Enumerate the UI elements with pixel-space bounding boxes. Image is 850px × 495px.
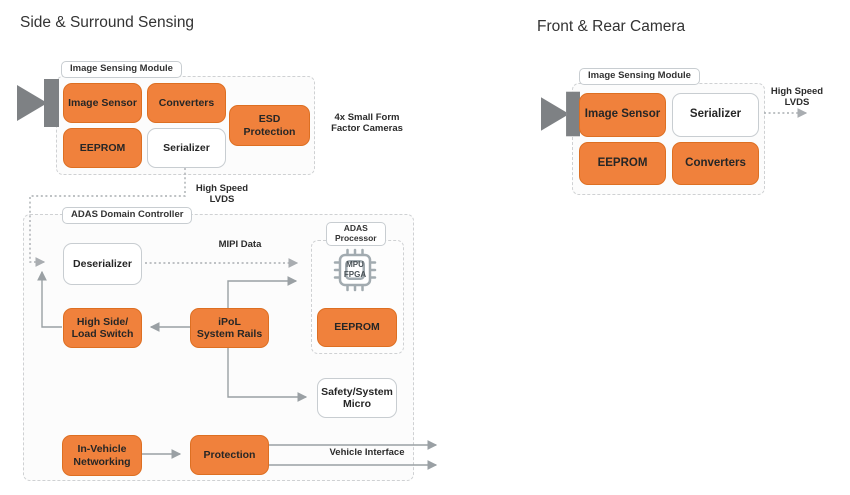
left-image-sensor-box: Image Sensor <box>63 83 142 123</box>
deserializer-box: Deserializer <box>63 243 142 285</box>
ipol-to-safety-connector <box>227 345 308 402</box>
highside-up-connector <box>37 270 62 328</box>
mpu-fpga-chip-icon <box>333 248 377 292</box>
right-image-sensing-module-label: Image Sensing Module <box>579 68 700 85</box>
left-high-speed-lvds-label: High Speed LVDS <box>195 183 249 206</box>
left-section-title: Side & Surround Sensing <box>20 14 195 31</box>
high-side-load-switch-box: High Side/ Load Switch <box>63 308 142 348</box>
mipi-data-label: MIPI Data <box>218 239 262 250</box>
right-serializer-box: Serializer <box>672 93 759 137</box>
ipol-system-rails-box: iPoL System Rails <box>190 308 269 348</box>
right-eeprom-box: EEPROM <box>579 142 666 185</box>
vehicle-interface-label: Vehicle Interface <box>327 447 407 459</box>
protection-box: Protection <box>190 435 269 475</box>
left-serializer-box: Serializer <box>147 128 226 168</box>
right-converters-box: Converters <box>672 142 759 185</box>
safety-system-micro-box: Safety/System Micro <box>317 378 397 418</box>
left-converters-box: Converters <box>147 83 226 123</box>
small-form-cameras-note: 4x Small Form Factor Cameras <box>331 112 403 135</box>
left-esd-protection-box: ESD Protection <box>229 105 310 146</box>
right-image-sensor-box: Image Sensor <box>579 93 666 137</box>
adas-domain-controller-label: ADAS Domain Controller <box>62 207 193 224</box>
left-image-sensing-module-label: Image Sensing Module <box>61 61 182 78</box>
left-eeprom-box: EEPROM <box>63 128 142 168</box>
right-section-title: Front & Rear Camera <box>537 18 686 35</box>
ipol-to-processor-connector <box>227 276 298 308</box>
camera-icon <box>541 91 580 137</box>
adc-eeprom-box: EEPROM <box>317 308 397 347</box>
lvds-left-connector <box>29 168 186 267</box>
mpu-fpga-chip-label: MPU FPGA <box>343 260 367 279</box>
right-high-speed-lvds-label: High Speed LVDS <box>770 86 824 109</box>
adas-processor-label: ADAS Processor <box>326 222 386 246</box>
camera-icon <box>17 79 59 127</box>
in-vehicle-networking-box: In-Vehicle Networking <box>62 435 142 476</box>
